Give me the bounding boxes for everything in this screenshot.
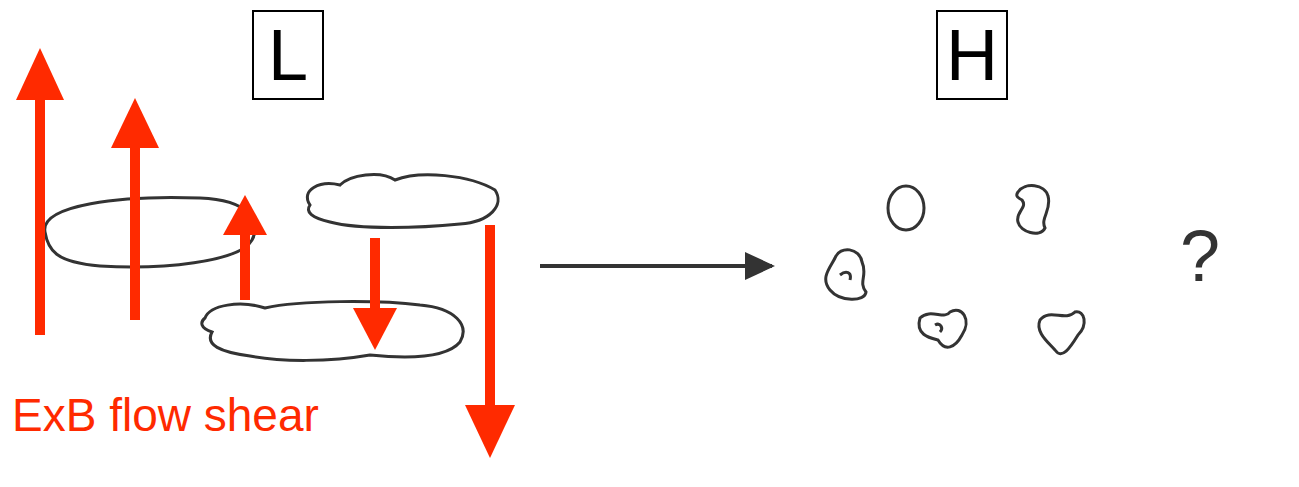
mode-letter: L	[268, 19, 308, 91]
l-mode-eddies	[45, 175, 498, 361]
h-mode-box: H	[936, 10, 1008, 100]
flow-shear-label: ExB flow shear	[12, 392, 319, 438]
transition-arrowhead	[745, 252, 775, 280]
question-mark: ?	[1180, 220, 1220, 292]
l-mode-box: L	[252, 10, 324, 100]
transition-arrow	[540, 264, 772, 268]
mode-letter: H	[946, 19, 998, 91]
h-mode-eddies	[826, 186, 1084, 354]
